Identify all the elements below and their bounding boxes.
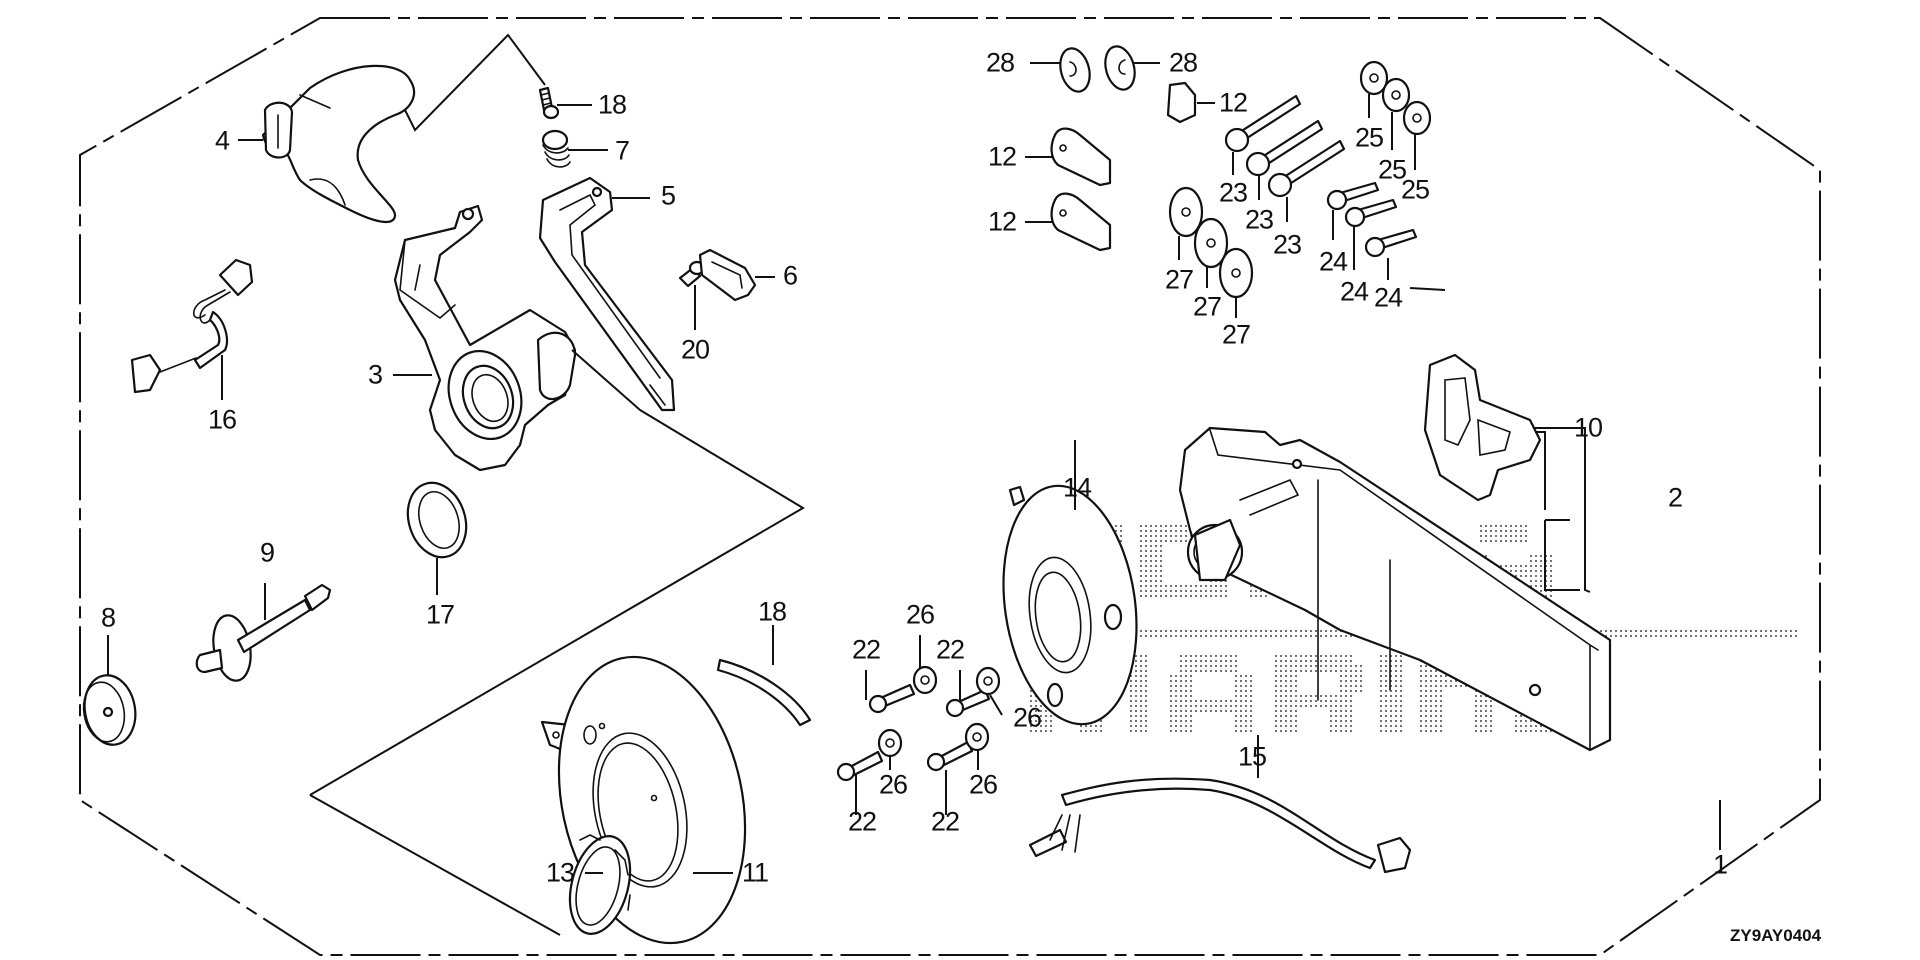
part-17-wire-harness — [130, 258, 254, 394]
callout-18: 17 — [425, 599, 455, 630]
callout-24b: 24 — [1339, 276, 1369, 307]
part-22-screws — [836, 683, 991, 782]
part-23-bolts — [1224, 94, 1346, 198]
callout-12b: 12 — [987, 206, 1017, 237]
part-25-nuts — [1359, 60, 1432, 136]
part-14-gear-ring — [568, 834, 632, 935]
callout-2: 2 — [1667, 482, 1683, 513]
part-11-housing-disc — [557, 655, 747, 945]
callout-22a: 22 — [851, 634, 881, 665]
part-8-cap — [82, 674, 137, 746]
part-16-cable — [1028, 777, 1412, 874]
callout-25b: 25 — [1377, 154, 1407, 185]
part-4-handle-grip — [261, 64, 416, 223]
callout-leader-lines — [107, 62, 1721, 874]
callout-8: 8 — [100, 602, 116, 633]
callout-16: 15 — [1237, 741, 1267, 772]
callout-21: 20 — [680, 334, 710, 365]
callout-22d: 22 — [930, 806, 960, 837]
callout-9: 9 — [259, 537, 275, 568]
part-6-bracket — [698, 248, 757, 302]
part-3-main-lever — [393, 204, 577, 472]
leader-wedge-bottom — [309, 794, 561, 936]
part-10-gasket — [1423, 353, 1542, 502]
leader-assembly-wedge — [309, 349, 805, 796]
callout-22c: 22 — [847, 806, 877, 837]
callout-27c: 27 — [1221, 319, 1251, 350]
callout-26a: 26 — [905, 599, 935, 630]
callout-23a: 23 — [1218, 177, 1248, 208]
callout-25a: 25 — [1354, 122, 1384, 153]
part-15-stator-plate — [1002, 484, 1138, 726]
callout-28a: 28 — [985, 47, 1015, 78]
callout-1: 1 — [1712, 849, 1728, 880]
callout-24c: 24 — [1373, 282, 1403, 313]
callout-26b: 26 — [1012, 702, 1042, 733]
part-28-clips — [1059, 45, 1136, 93]
callout-10: 10 — [1573, 412, 1603, 443]
callout-17: 16 — [207, 404, 237, 435]
part-12-blocks — [1050, 127, 1112, 252]
callout-23c: 23 — [1272, 229, 1302, 260]
callout-24a: 24 — [1318, 246, 1348, 277]
callout-11: 11 — [741, 857, 769, 888]
callout-25c: 25 — [1400, 174, 1430, 205]
part-9-shaft — [195, 583, 332, 682]
part-5-lever-arm — [538, 176, 676, 412]
callout-28b: 28 — [1168, 47, 1198, 78]
part-18-ring — [406, 481, 468, 559]
callout-3: 3 — [367, 359, 383, 390]
part-20-screw — [538, 86, 560, 120]
diagram-code: ZY9AY0404 — [1730, 926, 1822, 945]
callout-26d: 26 — [968, 769, 998, 800]
part-24-screws — [1326, 181, 1418, 258]
callout-4: 4 — [214, 125, 230, 156]
callout-19: 18 — [757, 596, 787, 627]
callout-27b: 27 — [1192, 291, 1222, 322]
leader-vshape-handle — [404, 33, 546, 132]
callout-26c: 26 — [878, 769, 908, 800]
callout-13: 12 — [1218, 87, 1248, 118]
part-2-control-box — [1178, 426, 1612, 752]
callout-5: 5 — [660, 180, 676, 211]
callout-20: 18 — [597, 89, 627, 120]
callout-23b: 23 — [1244, 204, 1274, 235]
part-7-spring — [541, 129, 571, 168]
assembly-boundary-frame — [79, 17, 1821, 956]
callout-22b: 22 — [935, 634, 965, 665]
part-13-block — [1166, 81, 1197, 124]
part-27-washers — [1168, 186, 1254, 299]
callout-15: 14 — [1062, 472, 1092, 503]
callout-27a: 27 — [1164, 264, 1194, 295]
part-26-nuts — [877, 665, 1001, 758]
part-19-strip — [716, 658, 812, 727]
callout-14: 13 — [545, 857, 575, 888]
callout-7: 7 — [614, 135, 630, 166]
callout-12a: 12 — [987, 141, 1017, 172]
callout-6: 6 — [782, 260, 798, 291]
